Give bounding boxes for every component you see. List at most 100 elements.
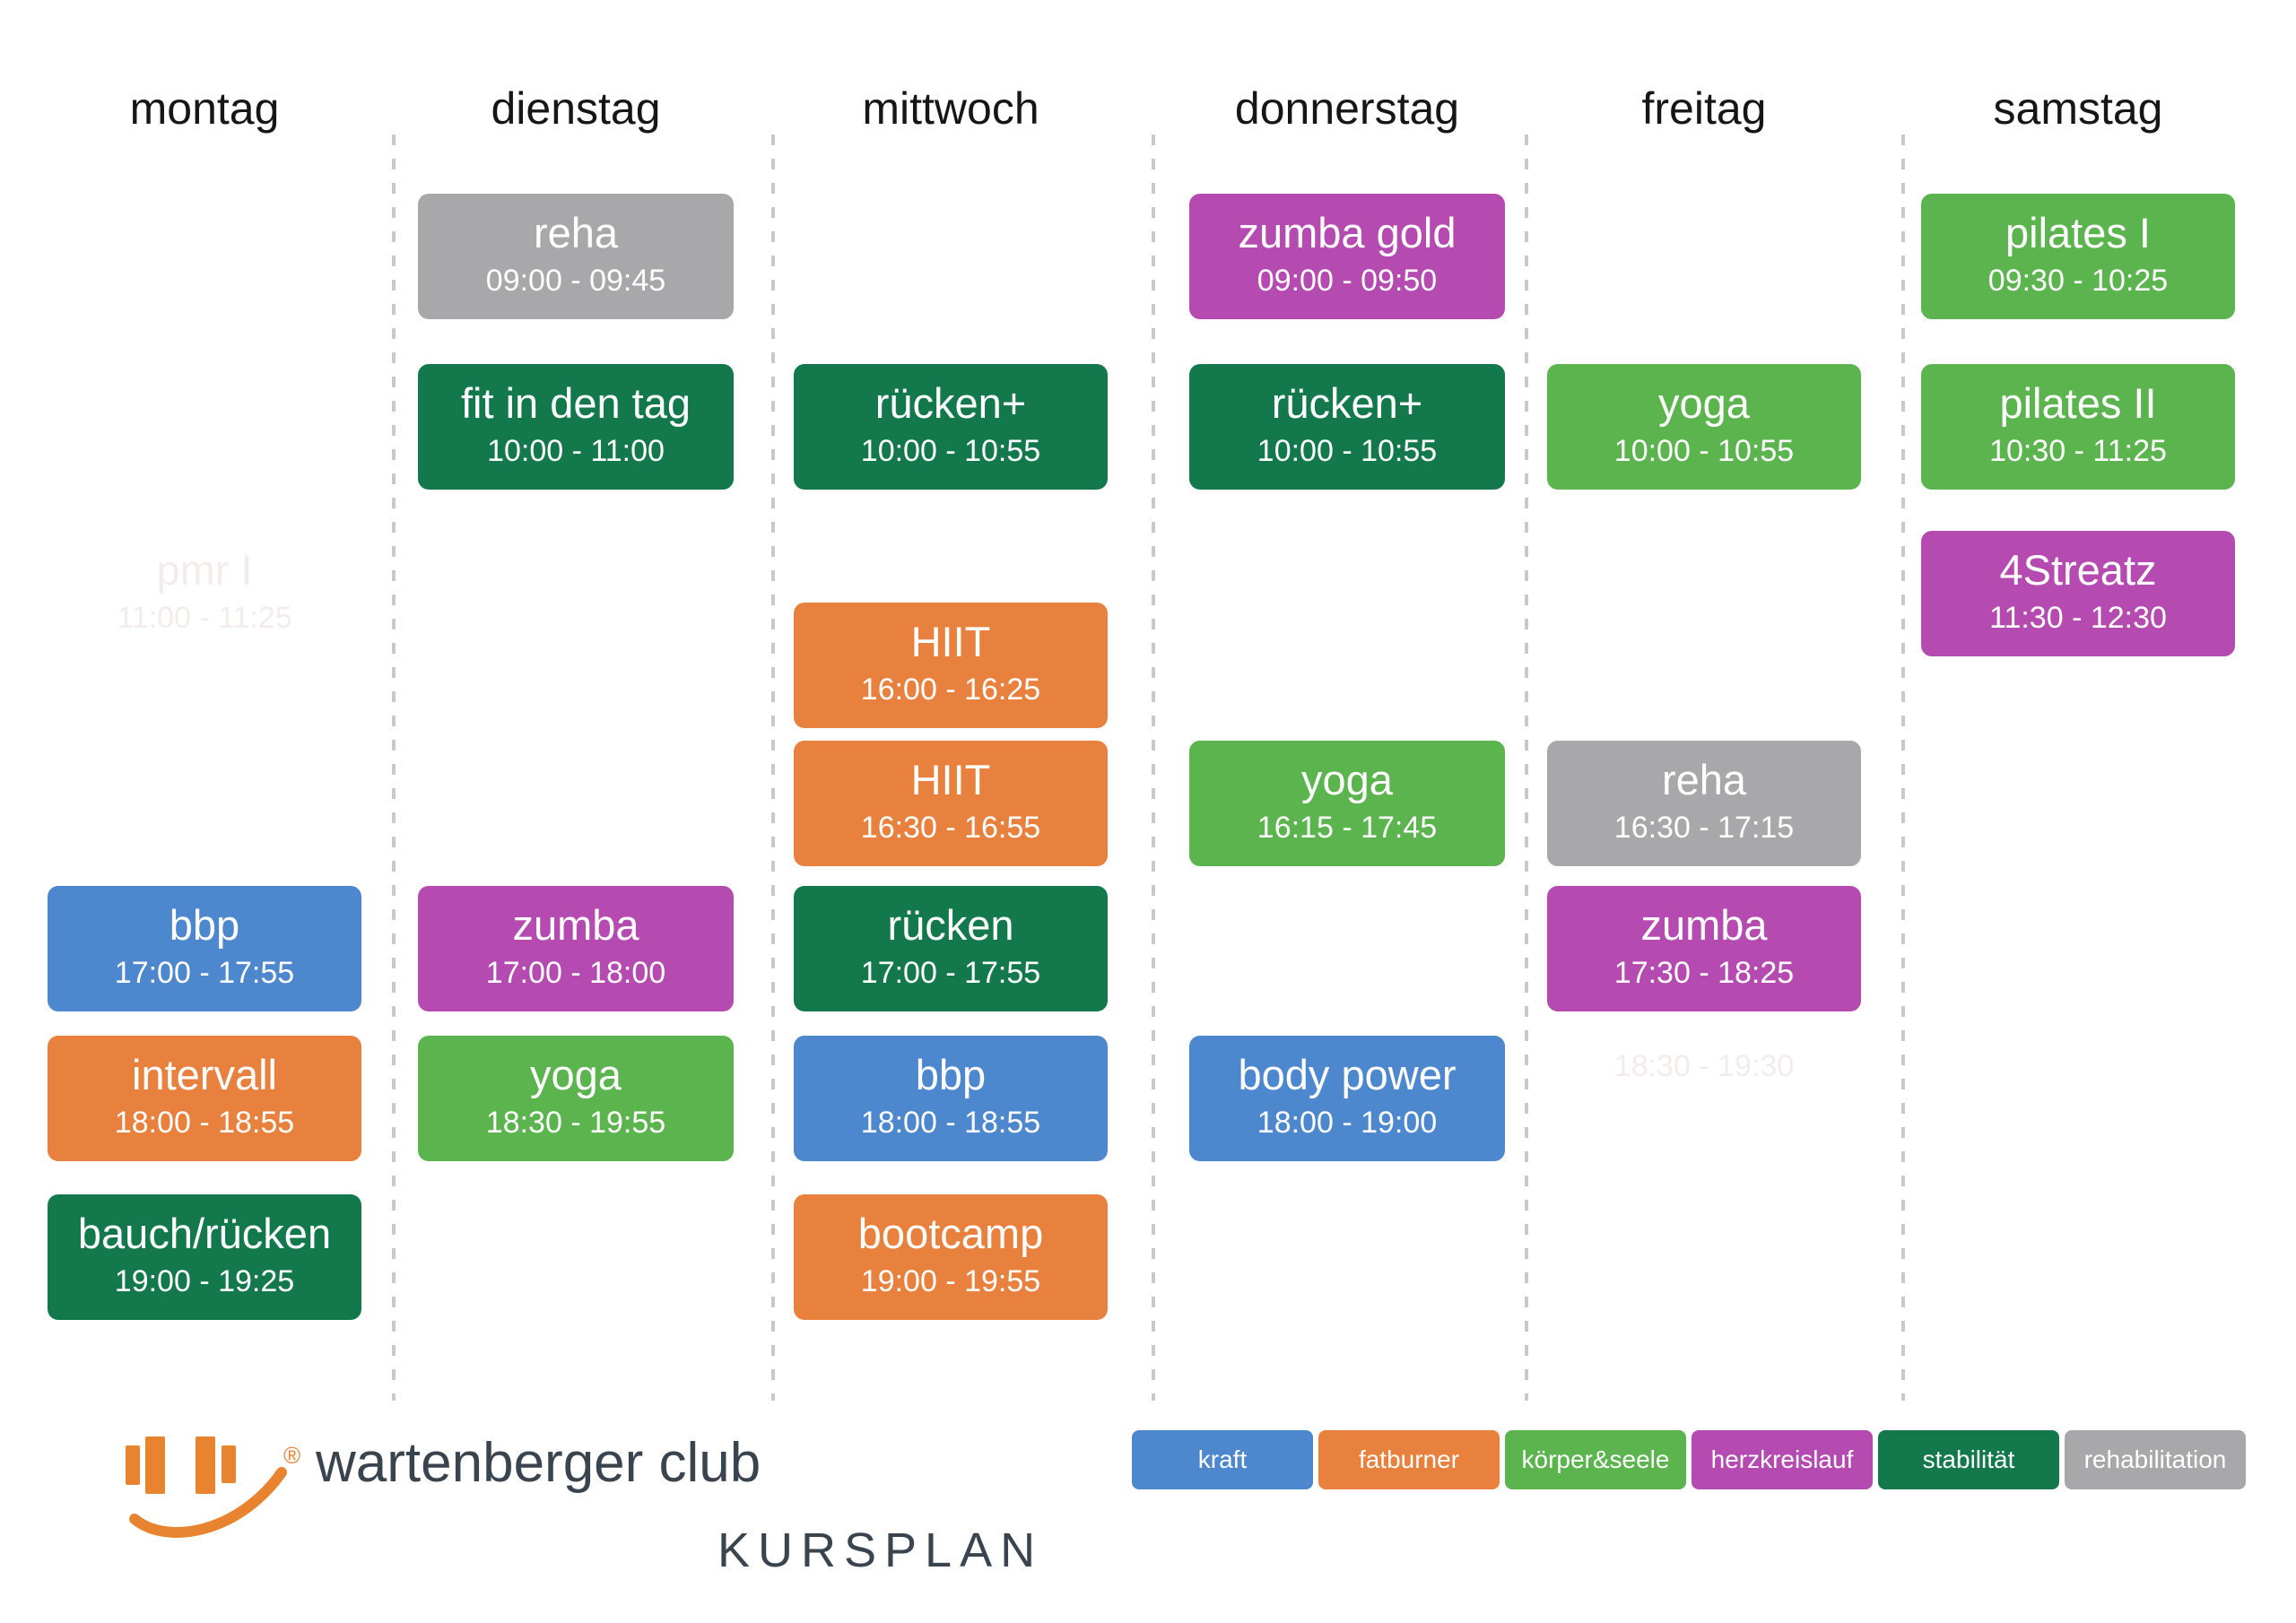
- event-name: pmr I: [156, 546, 253, 594]
- event-block: bbp 18:00 - 18:55: [794, 1036, 1108, 1161]
- logo-bar-tall-right: [196, 1436, 215, 1494]
- event-block: fit in den tag 10:00 - 11:00: [418, 364, 734, 490]
- day-header-samstag: samstag: [1993, 83, 2163, 134]
- legend-chip-stabilitaet: stabilität: [1878, 1430, 2059, 1489]
- day-header-donnerstag: donnerstag: [1234, 83, 1460, 134]
- logo-bar-tall-left: [145, 1436, 165, 1494]
- event-time: 10:30 - 11:25: [1989, 434, 2167, 468]
- event-block: body power 18:00 - 19:00: [1189, 1036, 1505, 1161]
- event-name: yoga: [530, 1051, 622, 1098]
- column-separator: [392, 135, 396, 1401]
- event-block: pilates I 09:30 - 10:25: [1921, 194, 2235, 319]
- event-time: 18:00 - 18:55: [860, 1106, 1041, 1140]
- event-time: 18:30 - 19:30: [1613, 1049, 1795, 1083]
- event-block: pmr I 11:00 - 11:25: [48, 531, 361, 656]
- event-time: 17:30 - 18:25: [1613, 956, 1795, 990]
- event-time: 09:30 - 10:25: [1987, 264, 2169, 298]
- event-name: reha: [1661, 756, 1747, 803]
- event-time: 10:00 - 10:55: [860, 434, 1041, 468]
- day-column-samstag: samstag pilates I 09:30 - 10:25 pilates II 1…: [1921, 0, 2235, 1623]
- event-name: zumba: [512, 901, 639, 949]
- event-block: bootcamp 19:00 - 19:55: [794, 1194, 1108, 1320]
- event-name: rücken: [887, 901, 1014, 949]
- event-time: 10:00 - 10:55: [1257, 434, 1438, 468]
- event-block: yoga 10:00 - 10:55: [1547, 364, 1861, 490]
- event-block: HIIT 16:30 - 16:55: [794, 741, 1108, 866]
- event-block: zumba gold 09:00 - 09:50: [1189, 194, 1505, 319]
- event-block: intervall 18:00 - 18:55: [48, 1036, 361, 1161]
- day-column-montag: montag pmr I 11:00 - 11:25 bbp 17:00 - 17:55…: [48, 0, 361, 1623]
- event-time: 18:00 - 19:00: [1257, 1106, 1438, 1140]
- day-header-freitag: freitag: [1641, 83, 1767, 134]
- registered-trademark-icon: ®: [283, 1442, 300, 1469]
- event-time: 16:30 - 16:55: [860, 811, 1041, 845]
- column-separator: [1152, 135, 1155, 1401]
- event-name: bauch/rücken: [77, 1210, 332, 1257]
- event-block: reha 16:30 - 17:15: [1547, 741, 1861, 866]
- event-name: yoga: [1301, 756, 1393, 803]
- day-column-donnerstag: donnerstag zumba gold 09:00 - 09:50 rücken+…: [1189, 0, 1505, 1623]
- event-block: yoga 16:15 - 17:45: [1189, 741, 1505, 866]
- column-separator: [1525, 135, 1528, 1401]
- event-name: pilates I: [2005, 209, 2151, 256]
- event-name: bbp: [169, 901, 240, 949]
- event-name: fit in den tag: [460, 379, 691, 427]
- event-block: bauch/rücken 19:00 - 19:25: [48, 1194, 361, 1320]
- page-title: KURSPLAN: [718, 1523, 1044, 1577]
- day-column-freitag: freitag yoga 10:00 - 10:55 reha 16:30 - 17:1…: [1547, 0, 1861, 1623]
- event-block: 18:30 - 19:30: [1547, 1036, 1861, 1161]
- event-name: pilates II: [1999, 379, 2157, 427]
- legend-chip-rehabilitation: rehabilitation: [2065, 1430, 2246, 1489]
- event-name: zumba: [1640, 901, 1768, 949]
- event-name: HIIT: [910, 618, 991, 665]
- event-time: 16:00 - 16:25: [860, 673, 1041, 707]
- day-header-mittwoch: mittwoch: [862, 83, 1039, 134]
- event-time: 19:00 - 19:25: [114, 1264, 295, 1298]
- event-time: 11:00 - 11:25: [117, 601, 292, 635]
- day-column-dienstag: dienstag reha 09:00 - 09:45 fit in den tag 1…: [418, 0, 734, 1623]
- logo-smile-arc: [129, 1467, 287, 1538]
- event-time: 11:30 - 12:30: [1989, 601, 2167, 635]
- event-name: body power: [1238, 1051, 1457, 1098]
- event-name: bootcamp: [857, 1210, 1044, 1257]
- day-header-montag: montag: [129, 83, 280, 134]
- event-time: 10:00 - 10:55: [1613, 434, 1795, 468]
- event-block: 4Streatz 11:30 - 12:30: [1921, 531, 2235, 656]
- event-block: pilates II 10:30 - 11:25: [1921, 364, 2235, 490]
- event-time: 19:00 - 19:55: [860, 1264, 1041, 1298]
- event-block: HIIT 16:00 - 16:25: [794, 603, 1108, 728]
- wartenberger-club-logo-icon: ®: [126, 1436, 300, 1538]
- event-time: 09:00 - 09:50: [1257, 264, 1438, 298]
- event-name: intervall: [132, 1051, 277, 1098]
- event-name: 4Streatz: [1999, 546, 2157, 594]
- legend-chip-fatburner: fatburner: [1318, 1430, 1500, 1489]
- event-time: 16:30 - 17:15: [1613, 811, 1795, 845]
- logo-bar-short-left: [126, 1445, 140, 1485]
- day-header-dienstag: dienstag: [491, 83, 661, 134]
- event-name: HIIT: [910, 756, 991, 803]
- event-time: 18:00 - 18:55: [114, 1106, 295, 1140]
- event-block: zumba 17:30 - 18:25: [1547, 886, 1861, 1011]
- event-name: zumba gold: [1238, 209, 1457, 256]
- event-name: reha: [533, 209, 619, 256]
- event-time: 17:00 - 17:55: [860, 956, 1041, 990]
- event-block: reha 09:00 - 09:45: [418, 194, 734, 319]
- logo-bar-short-right: [222, 1445, 236, 1483]
- event-name: rücken+: [1271, 379, 1423, 427]
- column-separator: [1901, 135, 1905, 1401]
- legend-chip-herzkreislauf: herzkreislauf: [1692, 1430, 1873, 1489]
- event-block: rücken+ 10:00 - 10:55: [1189, 364, 1505, 490]
- event-time: 16:15 - 17:45: [1257, 811, 1438, 845]
- event-time: 09:00 - 09:45: [485, 264, 666, 298]
- legend-chip-kraft: kraft: [1132, 1430, 1313, 1489]
- event-name: yoga: [1658, 379, 1750, 427]
- legend-chip-koerperseele: körper&seele: [1505, 1430, 1686, 1489]
- event-time: 10:00 - 11:00: [487, 434, 665, 468]
- event-time: 17:00 - 17:55: [114, 956, 295, 990]
- event-name: bbp: [915, 1051, 987, 1098]
